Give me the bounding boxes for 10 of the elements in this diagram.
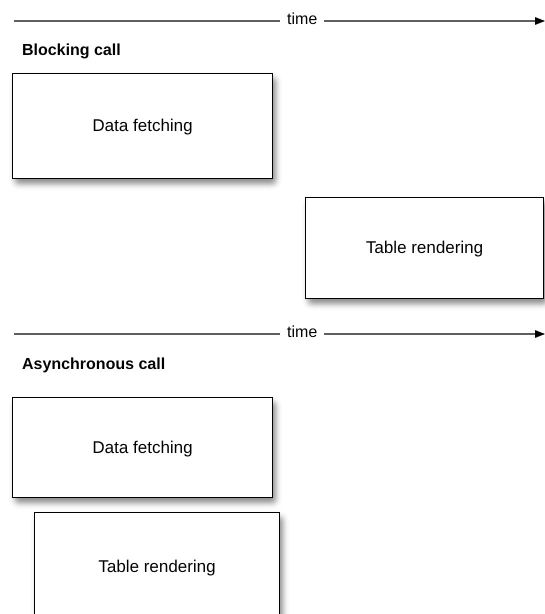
process-box [12, 397, 273, 498]
box-label: Data fetching [92, 116, 193, 136]
process-box [34, 512, 280, 614]
section-heading: Blocking call [22, 42, 121, 60]
box-label: Table rendering [366, 238, 484, 258]
process-box [12, 73, 273, 179]
section-heading: Asynchronous call [22, 356, 166, 374]
box-label: Data fetching [92, 438, 193, 458]
process-box [305, 197, 544, 299]
box-label: Table rendering [98, 557, 216, 577]
